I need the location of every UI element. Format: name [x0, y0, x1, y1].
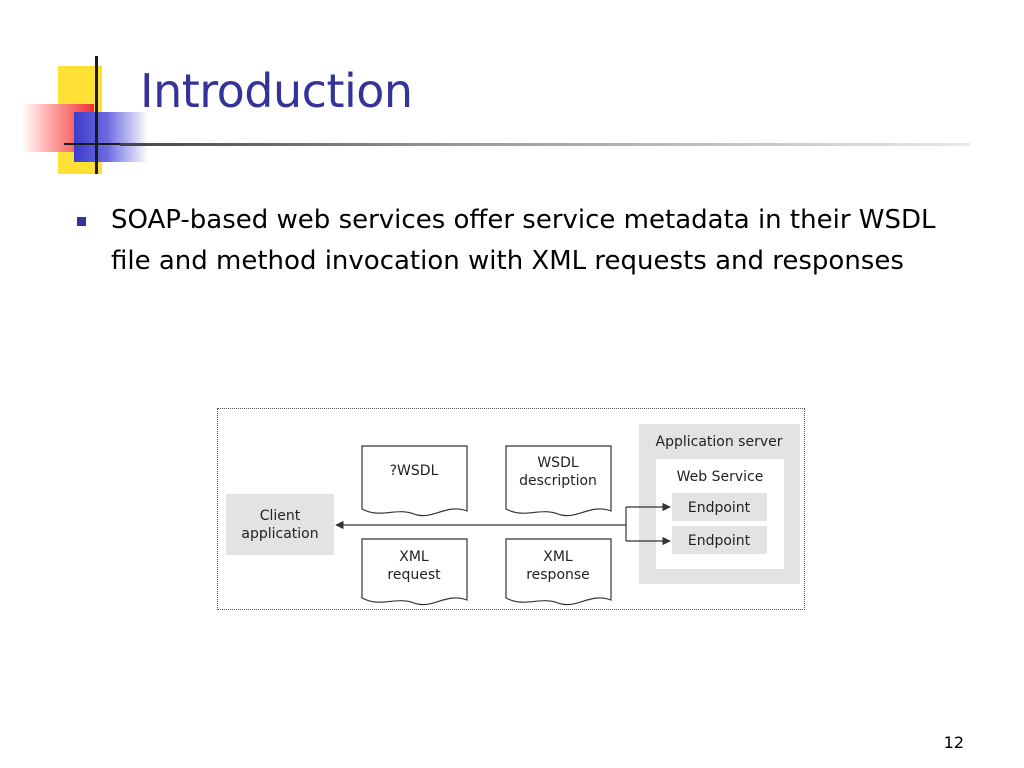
client-application-box — [226, 494, 334, 555]
xml-response-line1: XML — [543, 549, 573, 565]
client-label-line2: application — [241, 526, 318, 542]
diagram-canvas: Application server Web Service Endpoint … — [226, 424, 800, 606]
page-number: 12 — [943, 733, 964, 752]
wsdl-description-document — [505, 445, 612, 517]
xml-response-document — [505, 538, 612, 606]
deco-horizontal-line — [64, 143, 144, 145]
bullet-list: SOAP-based web services offer service me… — [74, 200, 974, 282]
endpoint-box-2 — [672, 526, 767, 554]
deco-blue-square — [74, 112, 148, 162]
client-label-line1: Client — [260, 508, 301, 524]
xml-request-line1: XML — [399, 549, 429, 565]
endpoint-box-1 — [672, 493, 767, 521]
application-server-label: Application server — [656, 434, 783, 450]
corner-decoration — [0, 0, 170, 190]
bullet-text: SOAP-based web services offer service me… — [111, 205, 936, 276]
wsdl-description-line1: WSDL — [537, 455, 579, 471]
slide-title: Introduction — [140, 64, 413, 118]
bullet-item: SOAP-based web services offer service me… — [74, 200, 974, 282]
xml-response-line2: response — [526, 567, 590, 583]
endpoint-label-1: Endpoint — [688, 500, 751, 516]
bullet-square-icon — [77, 217, 86, 226]
endpoint-label-2: Endpoint — [688, 533, 751, 549]
wsdl-query-label: ?WSDL — [390, 463, 439, 479]
wsdl-description-line2: description — [519, 473, 597, 489]
soap-architecture-diagram: Application server Web Service Endpoint … — [217, 408, 805, 610]
deco-vertical-line — [95, 56, 98, 174]
title-underline — [120, 143, 970, 146]
web-service-label: Web Service — [677, 469, 764, 485]
xml-request-document — [361, 538, 468, 606]
xml-request-line2: request — [387, 567, 441, 583]
wsdl-query-document — [361, 445, 468, 517]
